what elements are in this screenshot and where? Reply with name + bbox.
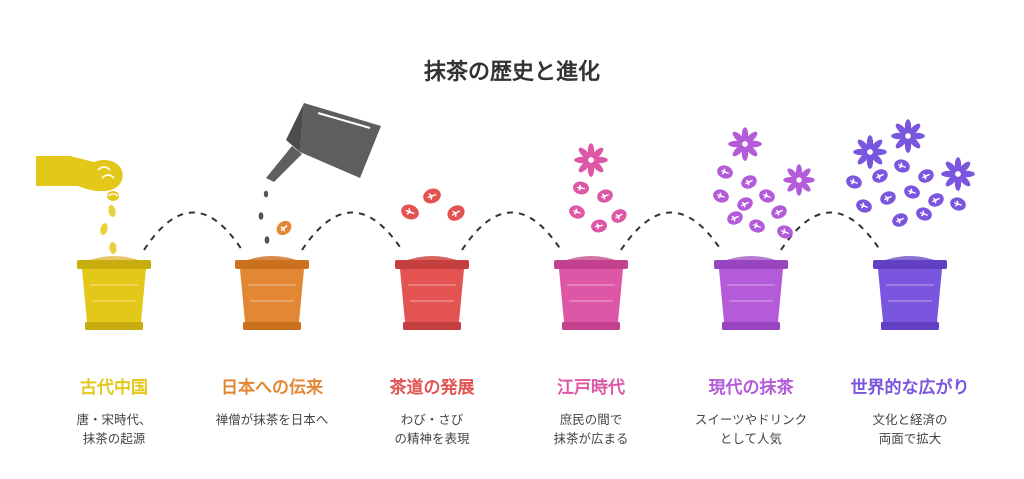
leaf-icon — [872, 169, 888, 183]
pot-1 — [77, 256, 151, 330]
leaf-icon — [611, 209, 627, 223]
connector-arch-4 — [620, 211, 722, 251]
leaf-icon — [727, 211, 743, 225]
flower-icon — [891, 119, 925, 153]
leaf-icon — [950, 197, 966, 211]
stage-label-4: 江戸時代 — [557, 378, 625, 398]
stage-description-line: 唐・宋時代、 — [76, 412, 152, 427]
connector-arch-2 — [301, 211, 403, 251]
leaf-icon — [904, 185, 920, 199]
leaf-icon — [880, 191, 896, 205]
pot-4 — [554, 256, 628, 330]
stage-description-6: 文化と経済の両面で拡大 — [825, 410, 995, 448]
leaf-icon — [569, 205, 585, 219]
leaf-icon — [741, 175, 757, 189]
leaf-icon — [928, 193, 944, 207]
stage-description-5: スイーツやドリンクとして人気 — [666, 410, 836, 448]
page-title: 抹茶の歴史と進化 — [423, 60, 600, 85]
stage-label-6: 世界的な広がり — [850, 378, 970, 398]
stage-description-line: 文化と経済の — [872, 412, 948, 427]
watering-bag-icon — [266, 103, 381, 182]
stage-description-2: 禅僧が抹茶を日本へ — [187, 410, 357, 429]
hand-icon — [36, 156, 123, 201]
leaf-icon — [749, 219, 765, 233]
stage-description-1: 唐・宋時代、抹茶の起源 — [29, 410, 199, 448]
stage-description-line: の精神を表現 — [394, 431, 470, 446]
plant-4 — [569, 143, 627, 233]
leaf-icon — [846, 175, 862, 189]
connector-arches — [143, 211, 881, 251]
leaf-icon — [916, 207, 932, 221]
plant-6 — [846, 119, 975, 227]
connector-arch-1 — [143, 211, 243, 251]
plant-3 — [401, 188, 465, 221]
leaf-icon — [573, 181, 589, 195]
connector-arch-5 — [780, 211, 881, 251]
stage-label-1: 古代中国 — [80, 378, 148, 398]
leaf-icon — [423, 188, 441, 204]
flower-icon — [728, 127, 762, 161]
leaf-icon — [276, 220, 292, 236]
stage-label-5: 現代の抹茶 — [708, 378, 794, 398]
stage-description-4: 庶民の間で抹茶が広まる — [506, 410, 676, 448]
stage-description-line: 庶民の間で — [559, 412, 623, 427]
leaf-icon — [777, 225, 793, 239]
seed-icon — [100, 205, 117, 254]
leaf-icon — [771, 205, 787, 219]
leaf-icon — [713, 189, 729, 203]
flower-icon — [783, 164, 815, 196]
leaf-icon — [894, 159, 910, 173]
leaf-icon — [401, 204, 419, 220]
stage-description-line: 禅僧が抹茶を日本へ — [215, 412, 329, 427]
leaf-icon — [759, 189, 775, 203]
leaf-icon — [918, 169, 934, 183]
connector-arch-3 — [461, 211, 562, 251]
pot-2 — [235, 256, 309, 330]
stage-description-line: 両面で拡大 — [878, 431, 942, 446]
leaf-icon — [717, 165, 733, 179]
leaf-icon — [591, 219, 607, 233]
stage-description-line: 抹茶の起源 — [82, 431, 146, 446]
plant-5 — [713, 127, 815, 239]
leaf-icon — [737, 197, 753, 211]
pot-6 — [873, 256, 947, 330]
stage-description-line: スイーツやドリンク — [694, 412, 808, 427]
stage-label-2: 日本への伝来 — [221, 378, 323, 398]
flower-icon — [853, 135, 887, 169]
stage-description-line: として人気 — [719, 431, 783, 446]
pot-5 — [714, 256, 788, 330]
stage-description-line: わび・さび — [400, 412, 464, 427]
leaf-icon — [447, 205, 465, 221]
stage-description-3: わび・さびの精神を表現 — [347, 410, 517, 448]
leaf-icon — [856, 199, 872, 213]
water-drop-icon — [258, 190, 270, 244]
stage-label-3: 茶道の発展 — [389, 378, 475, 398]
stage-description-line: 抹茶が広まる — [553, 431, 629, 446]
flower-icon — [574, 143, 608, 177]
leaf-icon — [597, 189, 613, 203]
flower-icon — [941, 157, 975, 191]
pot-3 — [395, 256, 469, 330]
plant-2 — [276, 220, 292, 236]
leaf-icon — [892, 213, 908, 227]
